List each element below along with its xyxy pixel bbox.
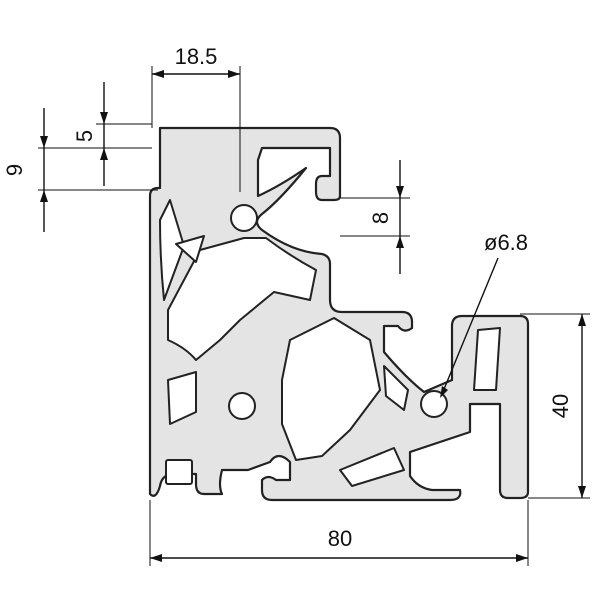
dimension-text-18-5: 18.5 (175, 44, 218, 69)
dimension-slot-width: 18.5 (151, 44, 241, 192)
dimension-text-9: 9 (2, 164, 27, 176)
aluminium-profile (148, 126, 530, 502)
dimension-text-hole-diameter: ø6.8 (484, 230, 528, 255)
dimension-text-80: 80 (328, 526, 352, 551)
dimension-slot-opening: 8 (340, 160, 410, 274)
dimension-width: 80 (149, 500, 529, 566)
dimension-hole-diameter: ø6.8 (440, 230, 528, 398)
bore-lower-left (228, 392, 256, 420)
dimension-lip-height: 5 (72, 82, 152, 186)
dimension-offset: 9 (2, 108, 158, 232)
bore-upper (230, 204, 258, 232)
dimension-height: 40 (520, 313, 590, 499)
dimension-text-40: 40 (548, 394, 573, 418)
dimension-text-8: 8 (368, 212, 393, 224)
dimension-text-5: 5 (72, 130, 97, 142)
